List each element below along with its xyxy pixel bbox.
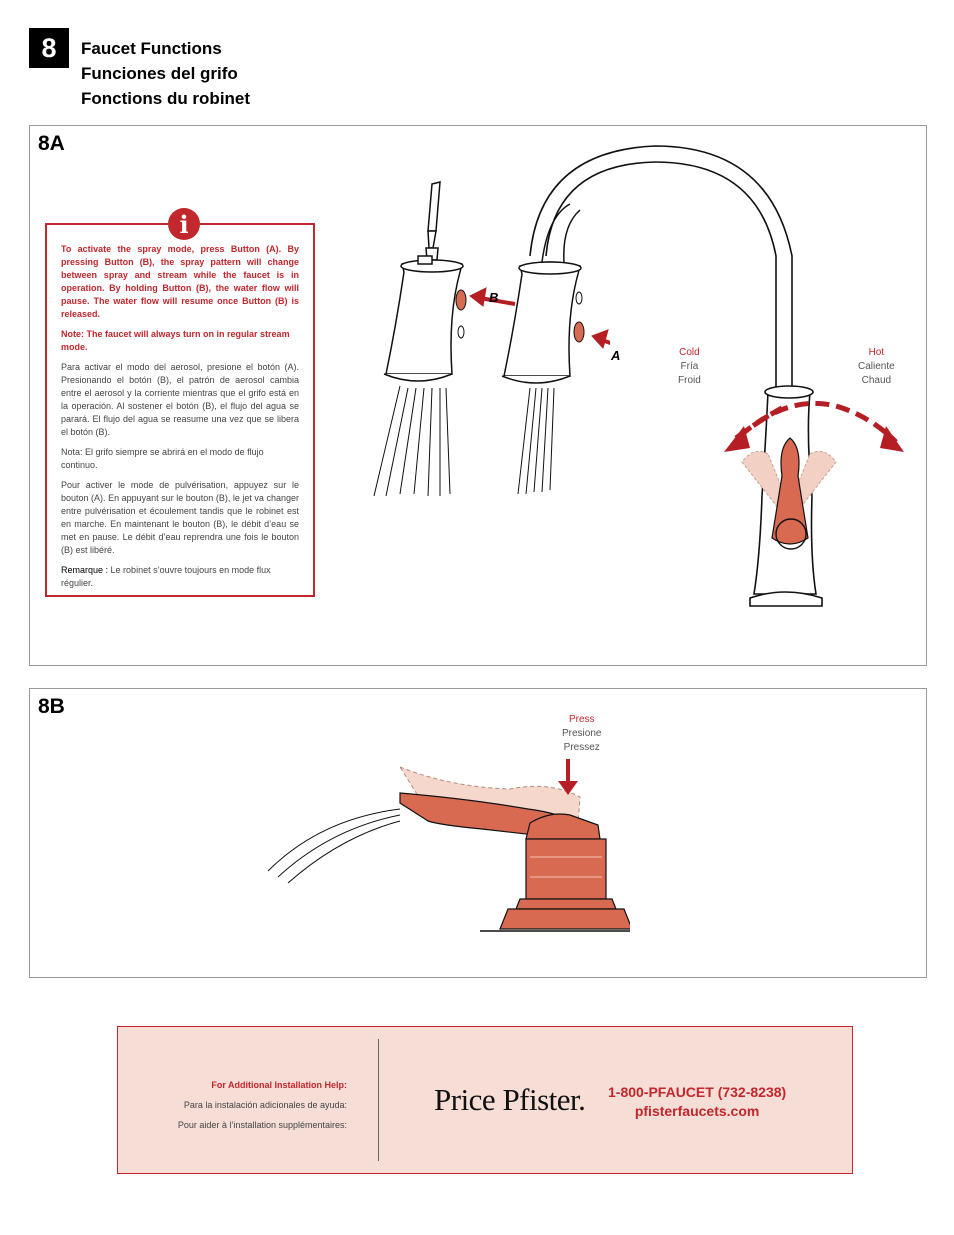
panel-label: 8B (38, 695, 65, 718)
phone-number: 1-800-PFAUCET (732-8238) (608, 1084, 787, 1100)
note-label-fr: Remarque : (61, 565, 109, 575)
hot-label: Hot Caliente Chaud (858, 346, 895, 388)
note-text-fr: Le robinet s’ouvre toujours en mode flux… (61, 565, 271, 588)
hot-fr: Chaud (861, 375, 892, 386)
info-note-fr: Remarque : Le robinet s’ouvre toujours e… (61, 564, 299, 590)
info-text-es: Para activar el modo del aerosol, presio… (61, 362, 299, 437)
step-title-fr: Fonctions du robinet (81, 89, 251, 108)
panel-8a: 8A i To activate the spray mode, press B… (29, 125, 927, 666)
cold-fr: Froid (678, 375, 701, 386)
button-b-label: B (489, 290, 499, 305)
help-fr: Pour aider à l’installation supplémentai… (177, 1120, 347, 1130)
press-fr: Pressez (563, 742, 600, 753)
help-text: For Additional Installation Help: Para l… (178, 1075, 347, 1135)
help-divider (378, 1039, 379, 1161)
panel-8b: 8B Press Presione Pressez (29, 688, 927, 978)
info-text-fr: Pour activer le mode de pulvérisation, a… (61, 480, 299, 555)
step-title-en: Faucet Functions (81, 39, 222, 58)
cold-en: Cold (679, 347, 700, 358)
note-label: Note: (61, 329, 84, 339)
price-pfister-logo: Price Pfister. (434, 1082, 586, 1117)
step-titles: Faucet Functions Funciones del grifo Fon… (81, 36, 250, 111)
note-text-es: El grifo siempre se abrirá en el modo de… (61, 447, 264, 470)
press-en: Press (568, 714, 595, 725)
spray-heads-illustration (373, 181, 610, 497)
help-title: For Additional Installation Help: (211, 1080, 347, 1090)
step-title-es: Funciones del grifo (81, 64, 238, 83)
info-note-es: Nota: El grifo siempre se abrirá en el m… (61, 446, 299, 472)
info-icon: i (168, 208, 200, 240)
step-number: 8 (29, 28, 69, 68)
info-text-en: To activate the spray mode, press Button… (61, 244, 299, 319)
press-es: Presione (562, 728, 602, 739)
note-label-es: Nota: (61, 447, 83, 457)
hot-es: Caliente (858, 361, 895, 372)
contact-info: 1-800-PFAUCET (732-8238) pfisterfaucets.… (608, 1083, 786, 1121)
hot-en: Hot (868, 347, 885, 358)
faucet-handle-illustration (529, 145, 904, 607)
info-box: i To activate the spray mode, press Butt… (45, 208, 315, 597)
lever-press-illustration (267, 759, 630, 932)
website-link[interactable]: pfisterfaucets.com (634, 1103, 760, 1119)
cold-es: Fría (680, 361, 699, 372)
panel-label: 8A (38, 132, 65, 155)
cold-label: Cold Fría Froid (678, 346, 701, 388)
note-text: The faucet will always turn on in regula… (61, 329, 290, 352)
press-label: Press Presione Pressez (562, 713, 601, 755)
installation-help-box: For Additional Installation Help: Para l… (117, 1026, 853, 1174)
help-es: Para la instalación adicionales de ayuda… (183, 1100, 347, 1110)
button-a-label: A (611, 348, 621, 363)
info-note-en: Note: The faucet will always turn on in … (61, 328, 299, 354)
